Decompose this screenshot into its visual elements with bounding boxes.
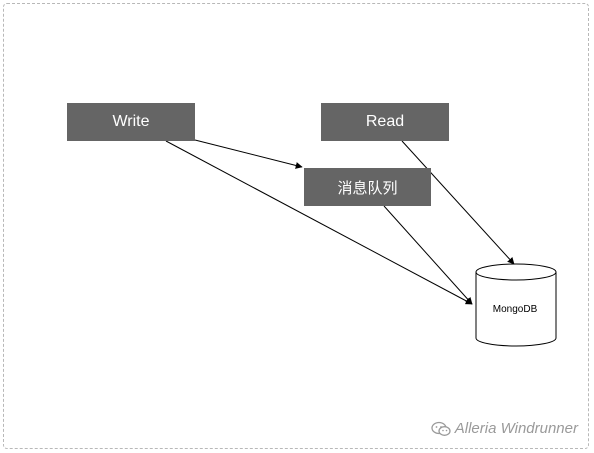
message-queue-node[interactable]: 消息队列 — [304, 168, 431, 206]
watermark: Alleria Windrunner — [431, 420, 578, 437]
canvas-frame — [3, 3, 589, 449]
watermark-text: Alleria Windrunner — [454, 420, 578, 437]
wechat-icon — [431, 421, 451, 436]
write-node[interactable]: Write — [67, 103, 195, 141]
edge-write-to-queue — [194, 139, 303, 169]
db-cylinder — [475, 263, 557, 347]
edge-read-to-db — [401, 140, 515, 265]
edge-write-to-db — [165, 140, 473, 305]
edge-queue-to-db — [383, 205, 473, 305]
db-label: MongoDB — [492, 304, 538, 315]
read-node[interactable]: Read — [321, 103, 449, 141]
